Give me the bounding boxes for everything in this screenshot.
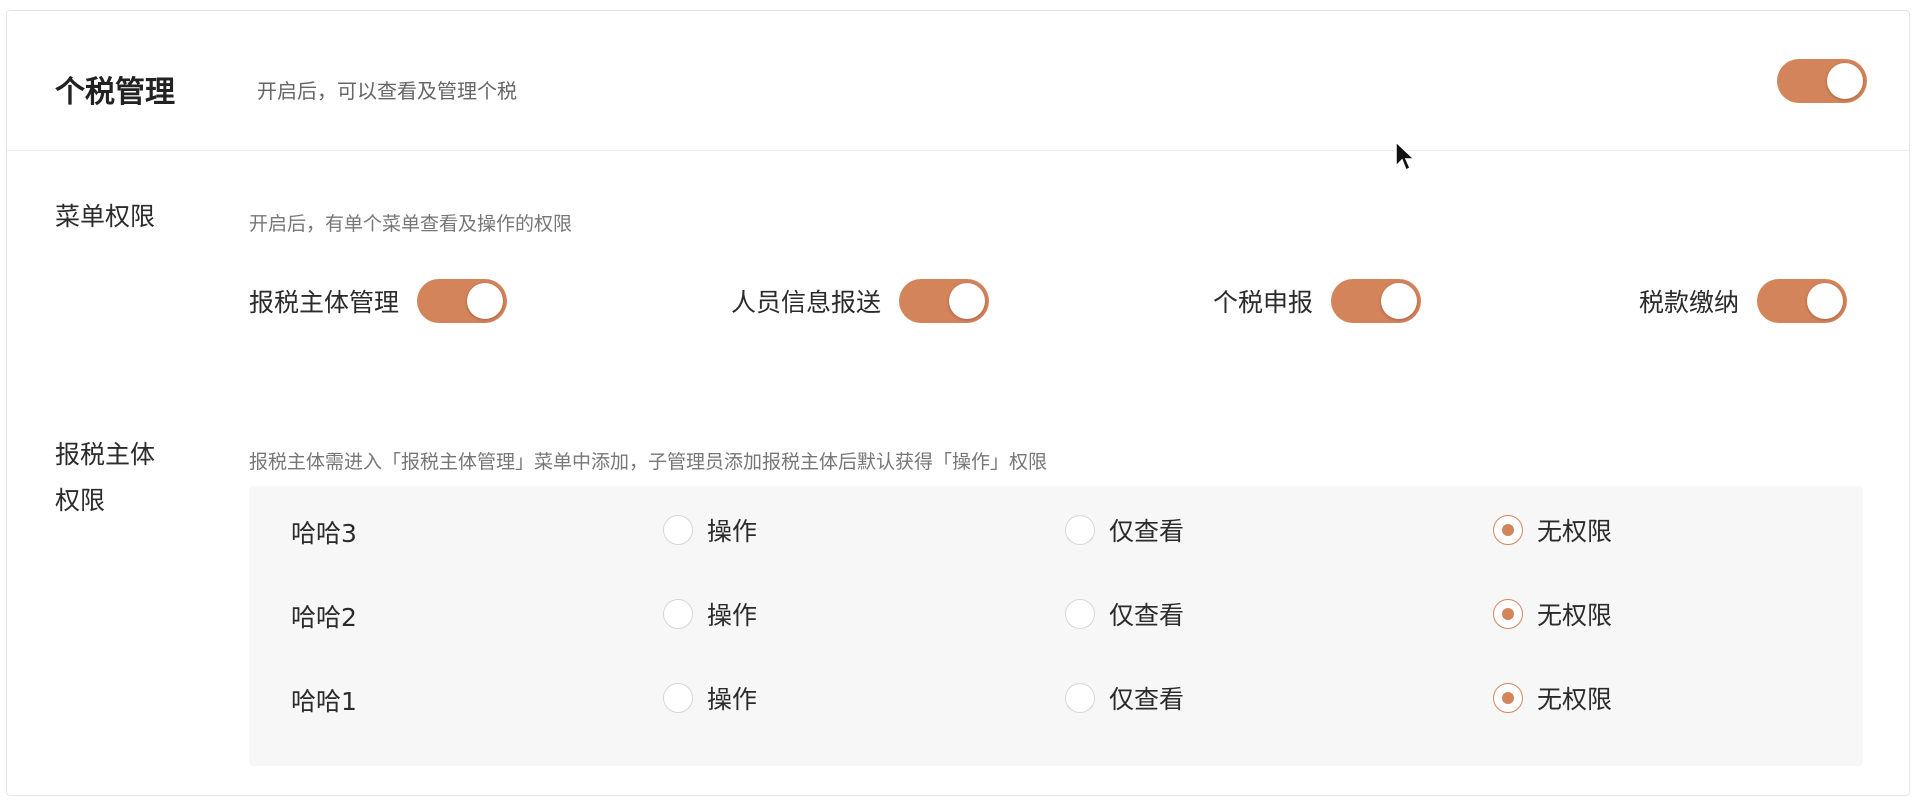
tax-management-toggle[interactable] — [1777, 59, 1867, 103]
entity-permissions-description: 报税主体需进入「报税主体管理」菜单中添加，子管理员添加报税主体后默认获得「操作」… — [249, 451, 1048, 473]
personnel-report-toggle[interactable] — [899, 279, 990, 323]
menu-perm-label: 个税申报 — [1213, 288, 1314, 317]
radio-button[interactable] — [663, 515, 693, 545]
menu-perm-item-tax-declaration: 个税申报 — [1213, 277, 1422, 325]
radio-button[interactable] — [663, 683, 693, 713]
radio-option-view-only[interactable]: 仅查看 — [1065, 512, 1184, 548]
radio-label: 无权限 — [1537, 517, 1613, 546]
radio-button[interactable] — [663, 599, 693, 629]
entity-name: 哈哈3 — [291, 519, 357, 548]
radio-label: 操作 — [707, 685, 758, 714]
radio-option-view-only[interactable]: 仅查看 — [1065, 680, 1184, 716]
radio-option-operate[interactable]: 操作 — [663, 512, 757, 548]
tax-declaration-toggle[interactable] — [1331, 279, 1422, 323]
menu-perm-label: 税款缴纳 — [1639, 288, 1740, 317]
menu-perm-item-personnel-report: 人员信息报送 — [731, 277, 990, 325]
mouse-cursor-icon — [1395, 140, 1416, 172]
entity-name: 哈哈2 — [291, 603, 357, 632]
radio-button[interactable] — [1065, 599, 1095, 629]
entity-name: 哈哈1 — [291, 687, 357, 716]
menu-perm-label: 人员信息报送 — [731, 288, 882, 317]
radio-option-view-only[interactable]: 仅查看 — [1065, 596, 1184, 632]
tax-payment-toggle[interactable] — [1757, 279, 1848, 323]
radio-option-operate[interactable]: 操作 — [663, 680, 757, 716]
entity-permissions-label-line2: 权限 — [55, 486, 106, 515]
entity-row: 哈哈2 操作 仅查看 无权限 — [249, 584, 1863, 644]
entity-management-toggle[interactable] — [417, 279, 508, 323]
toggle-knob — [1381, 283, 1418, 319]
entity-row: 哈哈3 操作 仅查看 无权限 — [249, 500, 1863, 560]
toggle-knob — [1807, 283, 1844, 319]
radio-button-selected[interactable] — [1493, 683, 1523, 713]
radio-button[interactable] — [1065, 683, 1095, 713]
radio-label: 仅查看 — [1109, 601, 1185, 630]
entity-row: 哈哈1 操作 仅查看 无权限 — [249, 668, 1863, 728]
radio-button-selected[interactable] — [1493, 515, 1523, 545]
toggle-knob — [949, 283, 986, 319]
radio-option-operate[interactable]: 操作 — [663, 596, 757, 632]
page-subtitle: 开启后，可以查看及管理个税 — [257, 79, 517, 103]
menu-perm-item-entity-management: 报税主体管理 — [249, 277, 508, 325]
radio-option-no-permission[interactable]: 无权限 — [1493, 680, 1612, 716]
radio-option-no-permission[interactable]: 无权限 — [1493, 512, 1612, 548]
entity-permissions-label-line1: 报税主体 — [55, 440, 156, 469]
radio-label: 无权限 — [1537, 601, 1613, 630]
radio-label: 操作 — [707, 601, 758, 630]
radio-label: 无权限 — [1537, 685, 1613, 714]
radio-label: 仅查看 — [1109, 685, 1185, 714]
toggle-knob — [467, 283, 504, 319]
radio-label: 仅查看 — [1109, 517, 1185, 546]
tax-management-header: 个税管理 开启后，可以查看及管理个税 — [7, 11, 1909, 151]
radio-button[interactable] — [1065, 515, 1095, 545]
entity-permissions-table: 哈哈3 操作 仅查看 无权限 哈哈2 操作 仅查看 — [249, 486, 1863, 766]
radio-option-no-permission[interactable]: 无权限 — [1493, 596, 1612, 632]
page-title: 个税管理 — [55, 75, 175, 110]
menu-permissions-description: 开启后，有单个菜单查看及操作的权限 — [249, 213, 573, 235]
radio-label: 操作 — [707, 517, 758, 546]
toggle-knob — [1827, 63, 1863, 99]
menu-perm-label: 报税主体管理 — [249, 288, 400, 317]
menu-permissions-label: 菜单权限 — [55, 202, 156, 231]
radio-button-selected[interactable] — [1493, 599, 1523, 629]
menu-perm-item-tax-payment: 税款缴纳 — [1639, 277, 1848, 325]
tax-settings-card: 个税管理 开启后，可以查看及管理个税 菜单权限 开启后，有单个菜单查看及操作的权… — [6, 10, 1910, 796]
